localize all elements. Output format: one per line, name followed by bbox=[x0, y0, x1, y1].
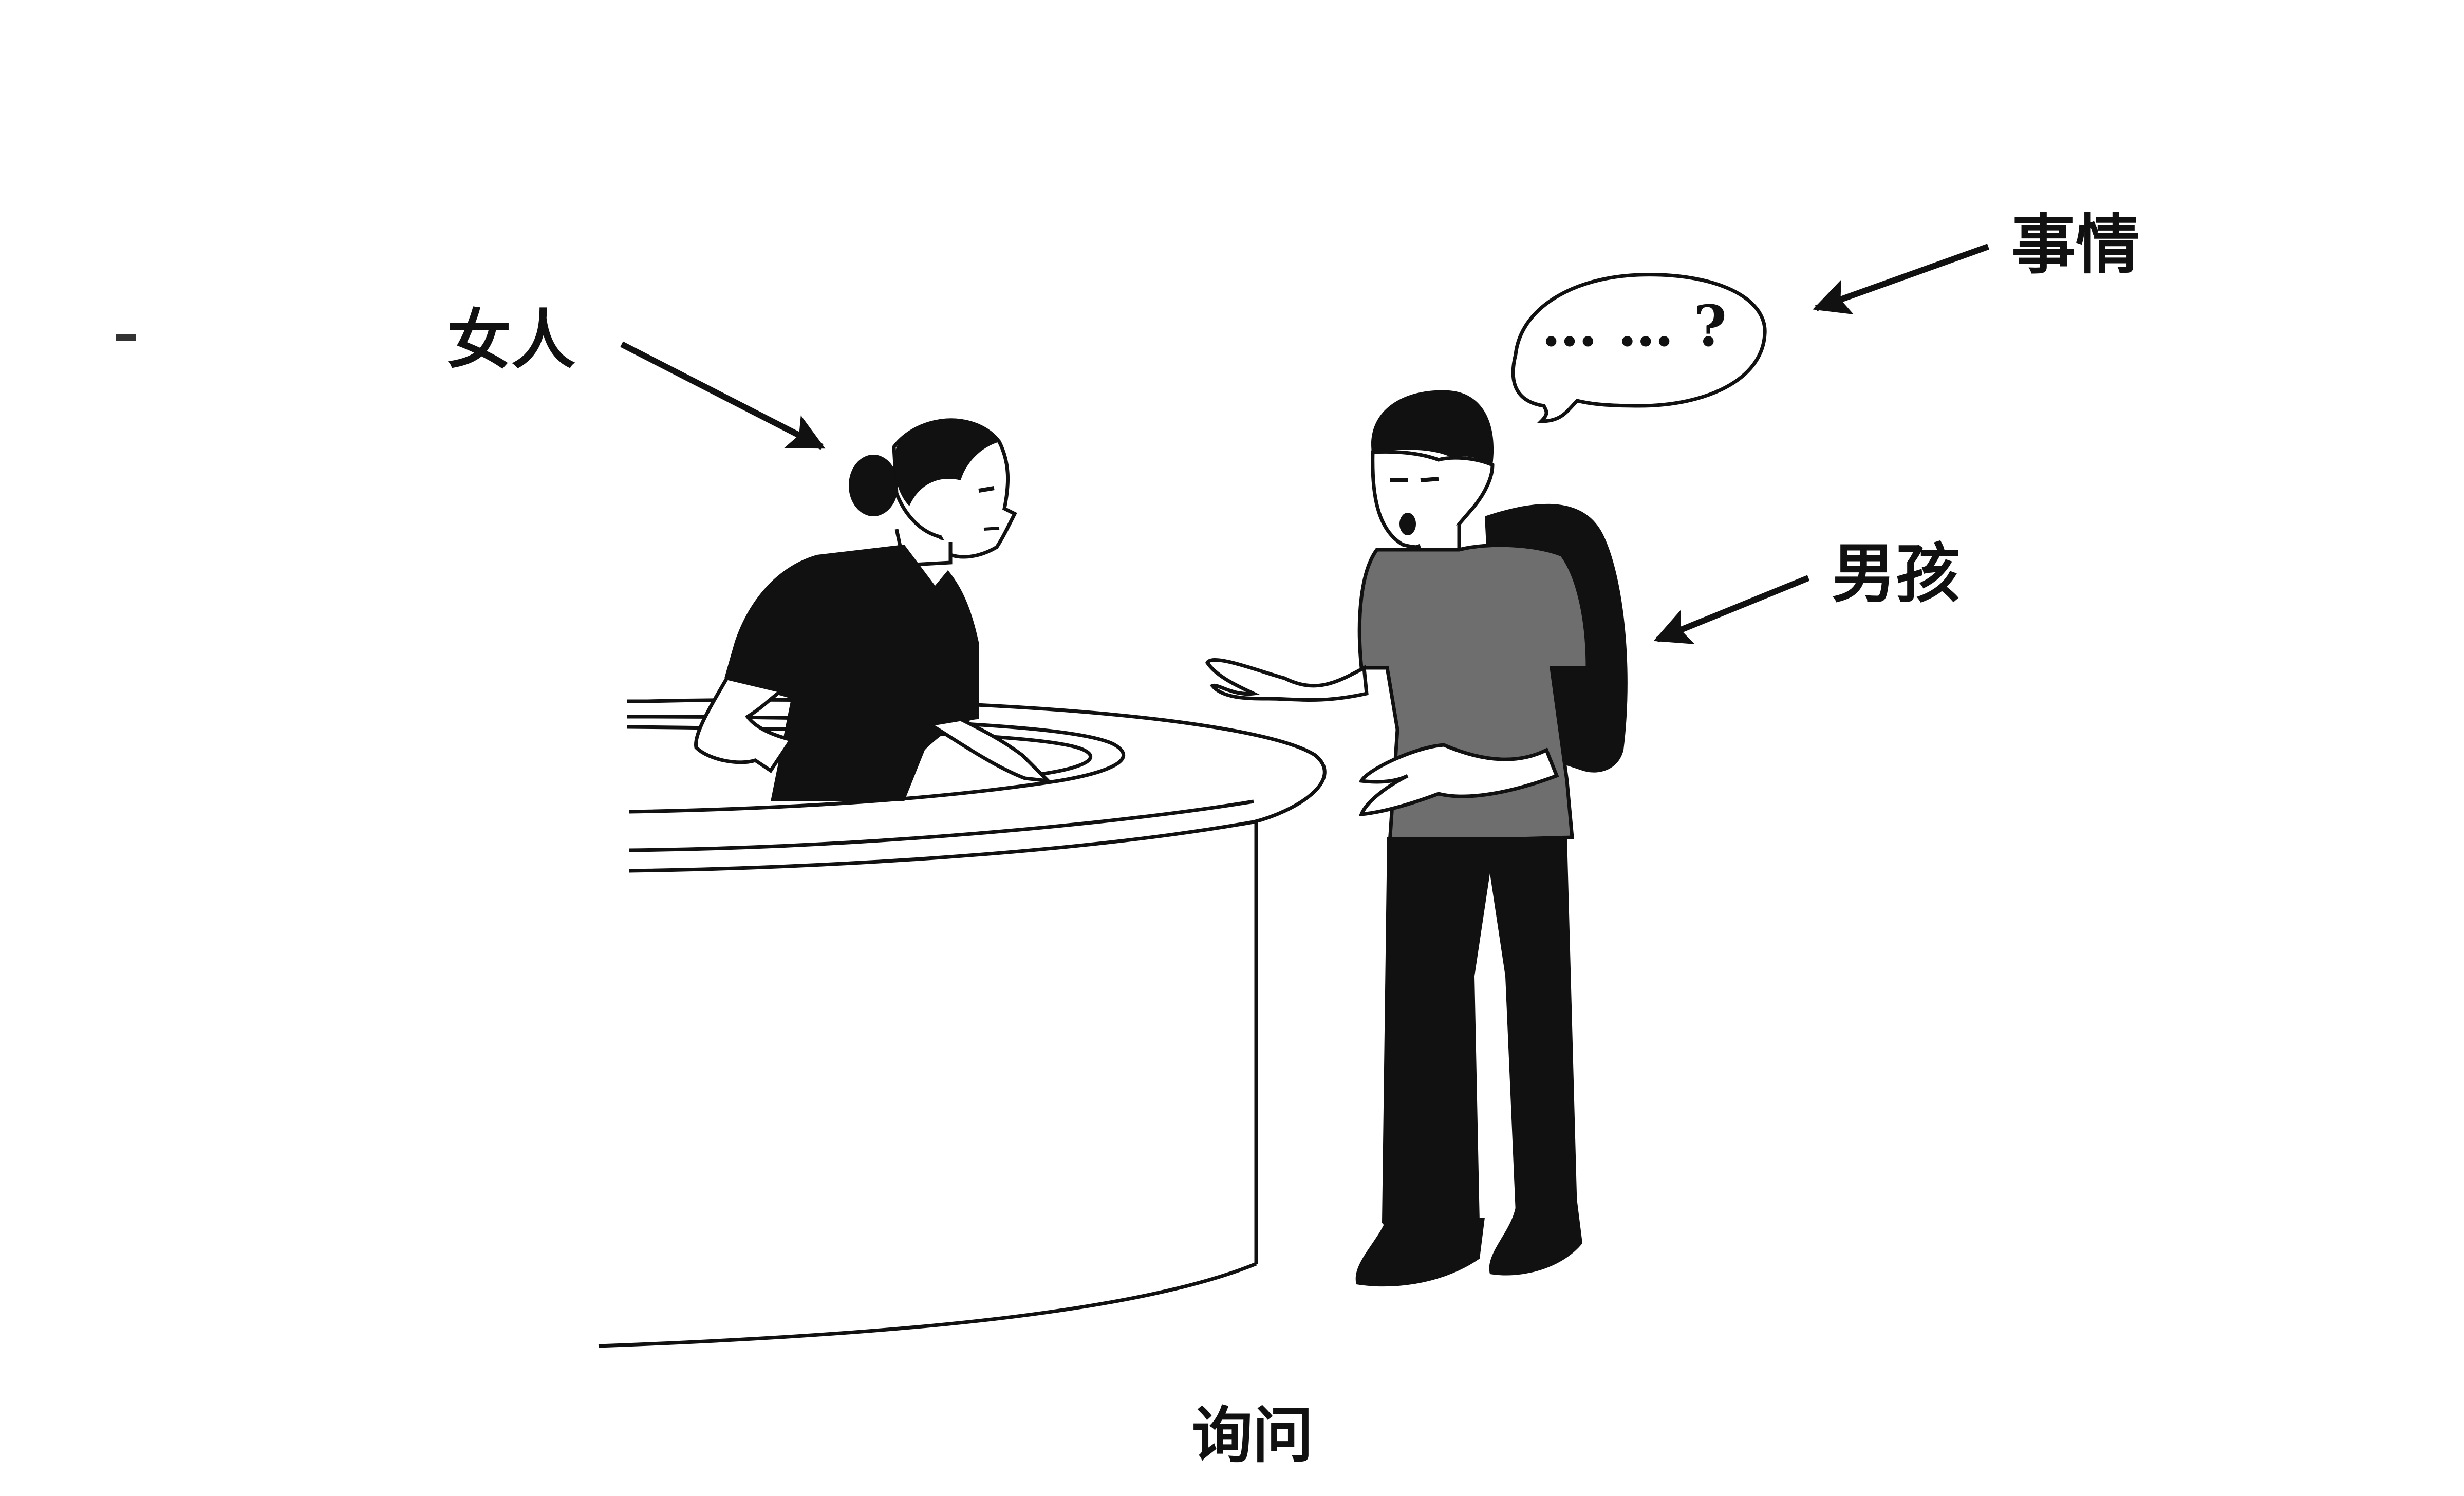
reception-desk bbox=[598, 698, 1327, 1348]
speech-bubble bbox=[1511, 273, 1767, 423]
arrow-to-bubble bbox=[1813, 244, 1990, 315]
boy-figure bbox=[1205, 390, 1628, 1287]
label-matter: 事情 bbox=[2011, 208, 2140, 283]
speech-bubble-text: … … ? bbox=[1541, 293, 1727, 359]
caption: 询问 bbox=[1192, 1400, 1314, 1471]
scan-speck bbox=[116, 334, 136, 341]
arrow-to-woman bbox=[620, 341, 826, 450]
arrow-to-boy bbox=[1653, 575, 1810, 644]
woman-figure bbox=[694, 418, 1053, 801]
label-woman: 女人 bbox=[447, 303, 575, 378]
label-boy: 男孩 bbox=[1832, 537, 1960, 611]
